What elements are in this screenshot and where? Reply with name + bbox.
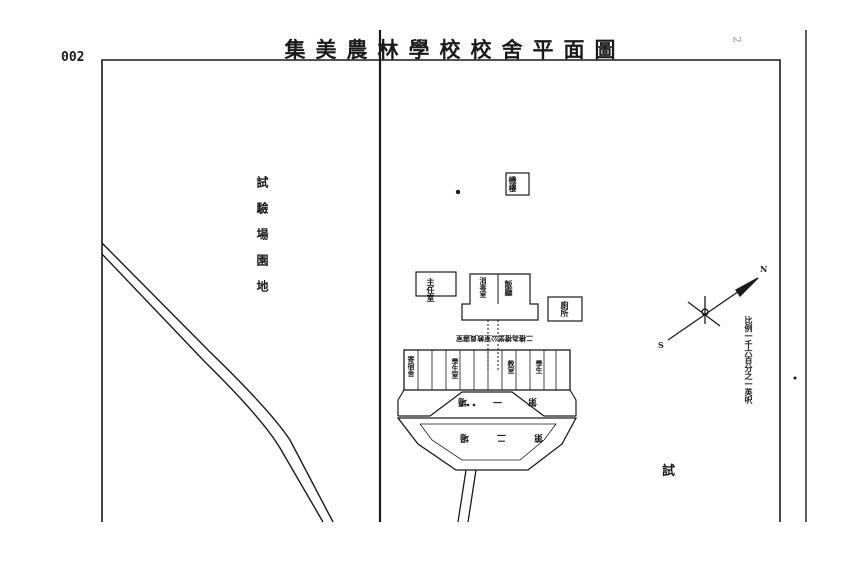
- wing-left: [397, 389, 405, 416]
- path-left: [457, 469, 467, 523]
- map-frame: [101, 59, 781, 522]
- page-number: 002: [61, 50, 85, 65]
- courtyard-2: [396, 417, 578, 471]
- label-left-field: 試驗場園地: [255, 176, 269, 306]
- compass-rose: [667, 277, 759, 341]
- label-courtyard-1: 第一場: [432, 396, 538, 406]
- label-row-caption: 二樓為禮堂公室教員寢室: [456, 334, 533, 343]
- building-left: [415, 271, 457, 297]
- label-range-left-b: 學生室: [451, 358, 460, 379]
- label-building-right: 廁所: [560, 301, 570, 317]
- label-building-center-b: 飯廳: [504, 280, 514, 296]
- label-range-right-a: 教室: [507, 360, 516, 374]
- road-edge: [101, 253, 324, 523]
- wing-right: [569, 389, 577, 416]
- scale-note: 比例一千六百分之一英呎: [744, 316, 754, 404]
- label-building-left: 主任室: [426, 278, 436, 302]
- top-building: [505, 172, 530, 196]
- compass-south-label: S: [658, 340, 664, 350]
- label-range-right-b: 學生: [535, 360, 544, 374]
- building-right: [547, 296, 583, 322]
- page-title: 集美農林學校校舍平面圖: [284, 37, 626, 62]
- main-range: [403, 349, 571, 391]
- label-top-building: 機樓: [508, 176, 518, 192]
- path-right: [467, 469, 477, 523]
- compass-north-label: N: [760, 264, 768, 274]
- label-courtyard-2: 第二場: [432, 432, 544, 442]
- courtyard-1: [398, 391, 576, 417]
- label-right-field: 試: [662, 464, 676, 479]
- label-range-left-a: 寄宿舍: [407, 356, 416, 377]
- building-center: [461, 273, 539, 321]
- label-building-center-a: 消毒室: [479, 277, 488, 298]
- road: [101, 242, 334, 523]
- corner-mark: 2: [730, 36, 742, 43]
